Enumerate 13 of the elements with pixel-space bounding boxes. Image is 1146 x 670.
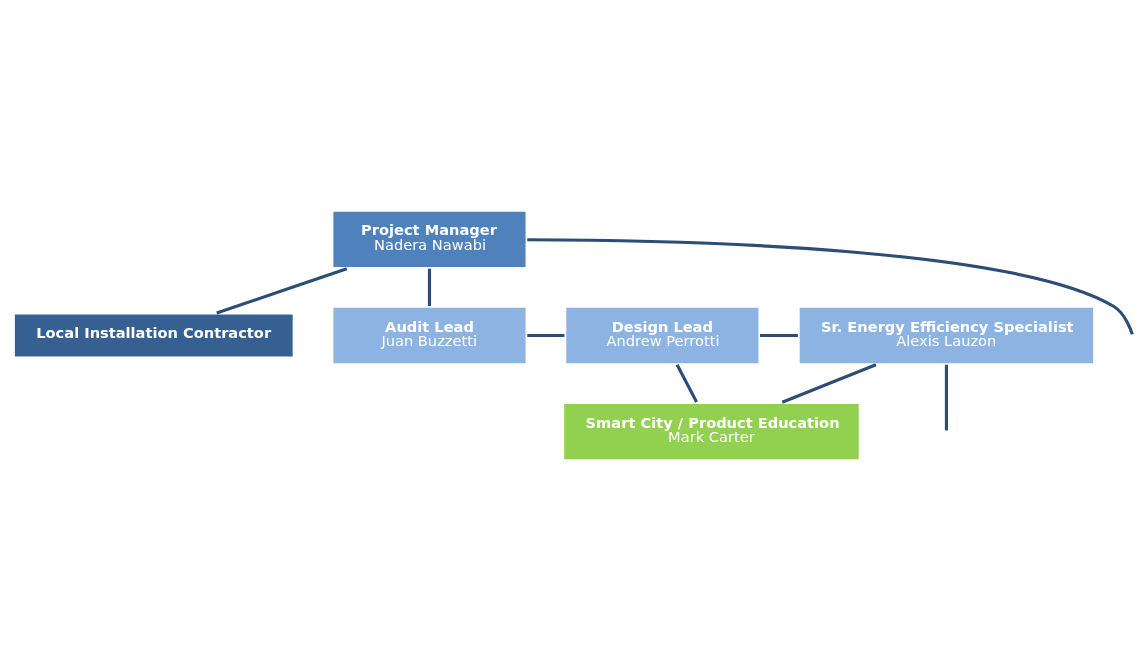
connector — [427, 268, 432, 306]
connector — [781, 362, 877, 404]
connector — [760, 333, 798, 337]
node-box: Local Installation Contractor — [11, 311, 296, 359]
connector — [944, 364, 948, 430]
node-box: Project Manager Nadera Nawabi — [330, 208, 529, 270]
connector — [675, 363, 698, 403]
connector — [216, 266, 348, 314]
node-box: Design Lead Andrew Perrotti — [563, 304, 762, 366]
node-box: Sr. Energy Efficiency Specialist Alexis Lauzon — [796, 304, 1097, 366]
connector — [527, 237, 1134, 335]
connector — [527, 333, 565, 337]
node-box: Audit Lead Juan Buzzetti — [330, 304, 529, 366]
